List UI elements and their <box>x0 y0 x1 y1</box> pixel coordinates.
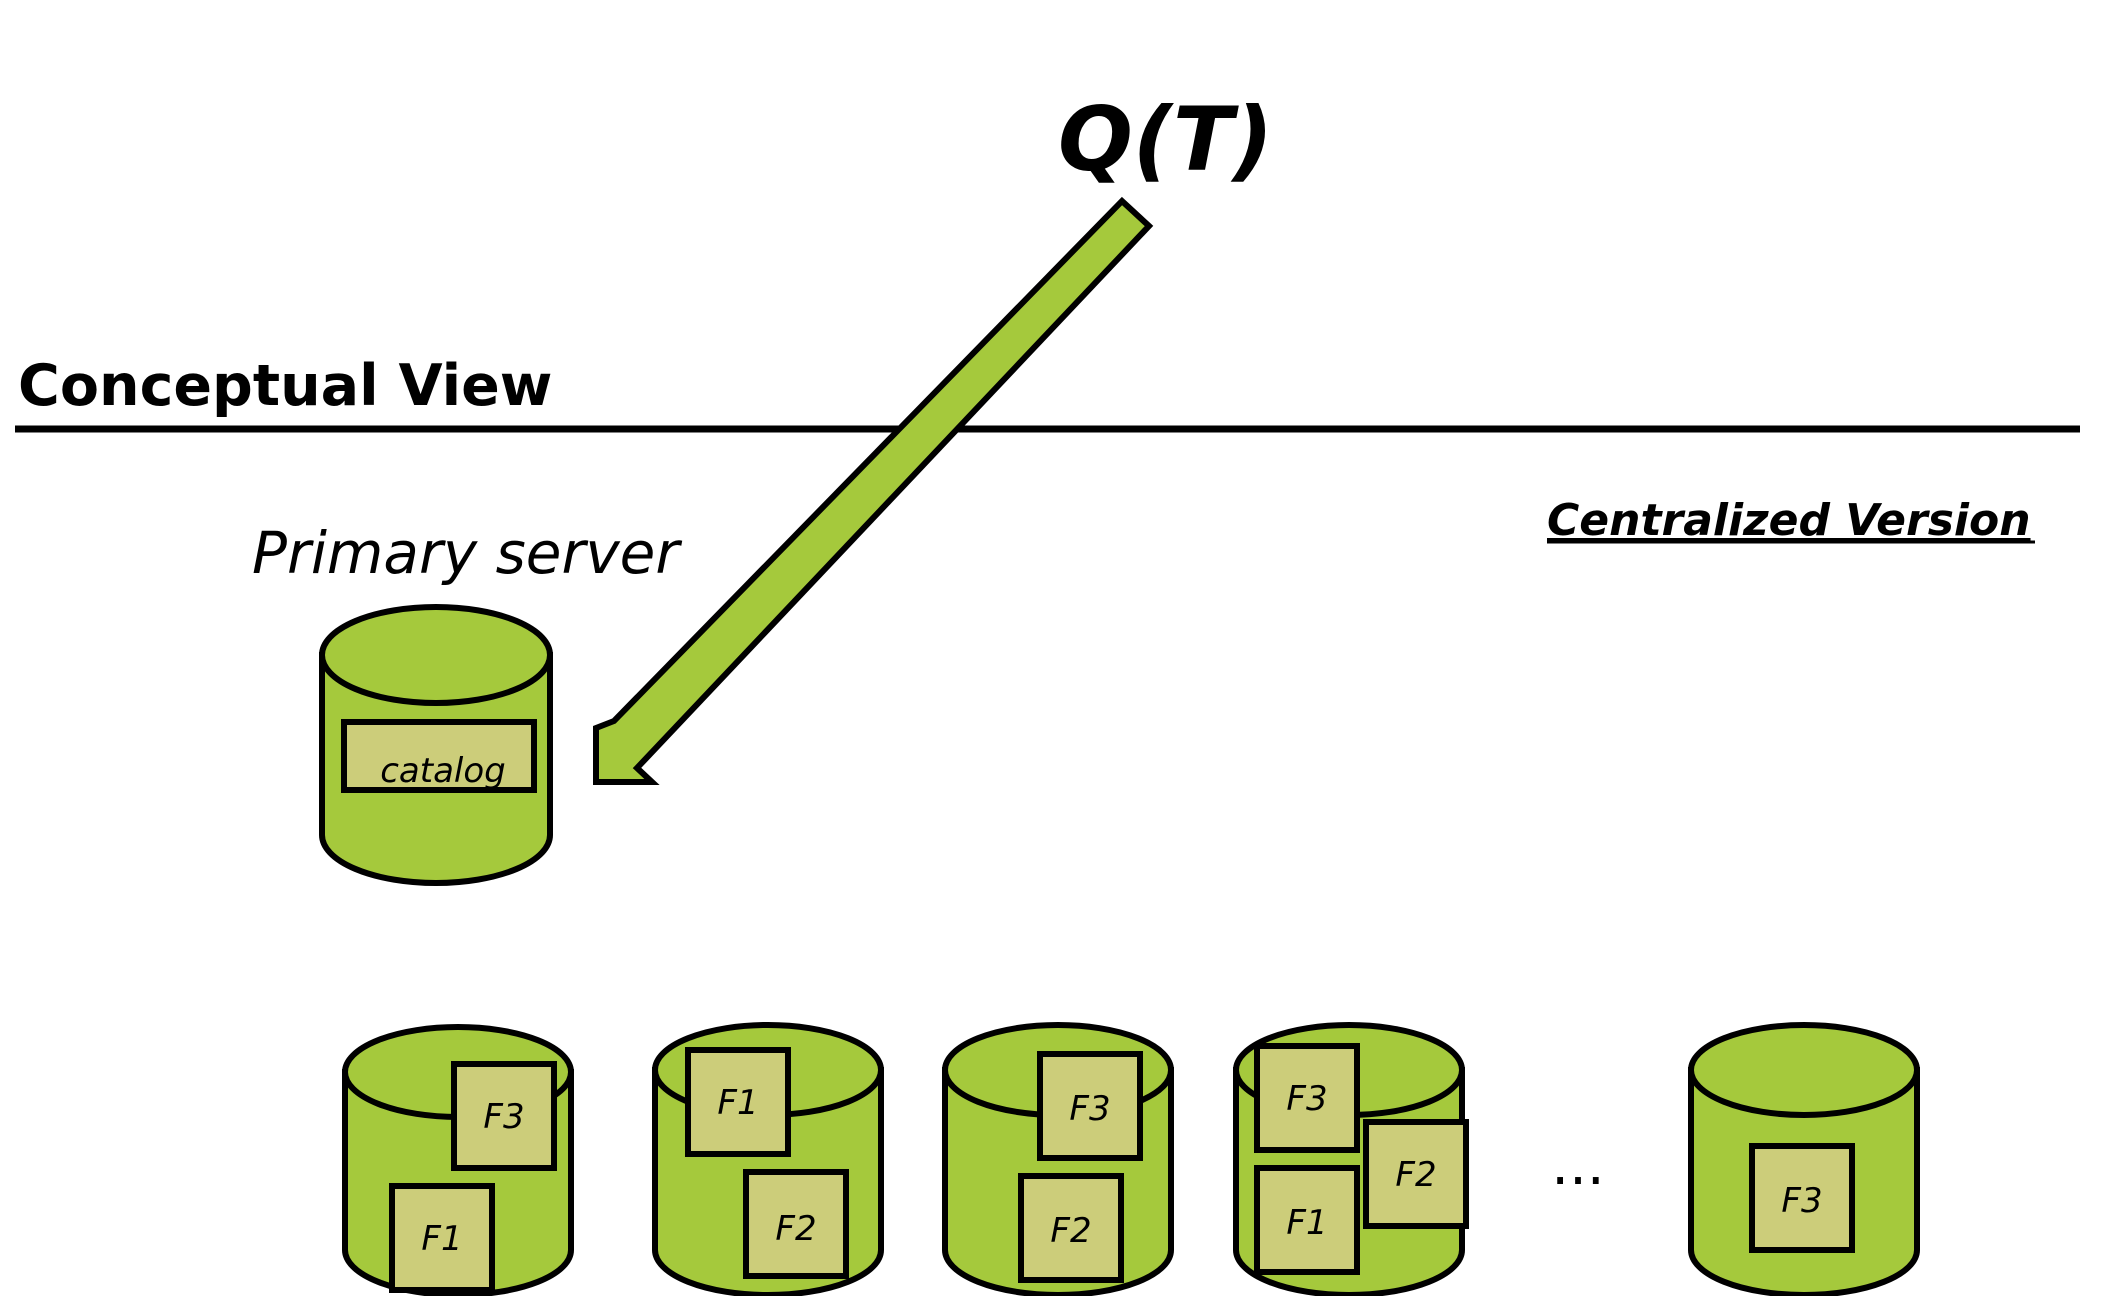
site-cylinder-3: F3 F2 <box>942 1022 1174 1296</box>
fragment-label: F1 <box>1286 1203 1327 1243</box>
more-sites-ellipsis: ... <box>1551 1133 1604 1198</box>
fragment-box <box>1254 1165 1360 1275</box>
fragment-box <box>685 1047 791 1157</box>
fragment-label: F3 <box>483 1097 524 1137</box>
primary-server-top <box>319 604 553 706</box>
site-cylinder-5: F3 <box>1688 1022 1920 1296</box>
site-cylinder-4: F3 F2 F1 <box>1233 1022 1469 1296</box>
fragment-box <box>743 1169 849 1279</box>
fragment-label: F3 <box>1286 1079 1327 1119</box>
primary-server-cylinder: catalog <box>319 604 553 886</box>
catalog-box <box>341 719 537 793</box>
fragment-label: F2 <box>1050 1211 1091 1251</box>
fragment-box <box>1749 1143 1855 1253</box>
site-5-top <box>1688 1022 1920 1118</box>
query-arrow <box>593 196 1154 785</box>
primary-server-label: Primary server <box>252 519 682 587</box>
fragment-label: F1 <box>421 1219 462 1259</box>
fragment-label: F3 <box>1781 1181 1822 1221</box>
fragment-box <box>1018 1173 1124 1283</box>
fragment-box <box>1363 1119 1469 1229</box>
site-cylinder-1: F3 F1 <box>342 1024 574 1296</box>
catalog-label: catalog <box>380 751 506 791</box>
conceptual-view-label: Conceptual View <box>18 353 552 419</box>
fragment-box <box>1037 1051 1143 1161</box>
fragment-box <box>451 1061 557 1171</box>
fragment-box <box>389 1183 495 1293</box>
query-label: Q(T) <box>1058 88 1273 191</box>
fragment-label: F2 <box>775 1209 816 1249</box>
site-cylinder-2: F1 F2 <box>652 1022 884 1296</box>
fragment-box <box>1254 1043 1360 1153</box>
fragment-label: F2 <box>1395 1155 1436 1195</box>
fragment-label: F3 <box>1069 1089 1110 1129</box>
fragment-label: F1 <box>717 1083 758 1123</box>
centralized-version-label: Centralized Version <box>1547 495 2031 546</box>
